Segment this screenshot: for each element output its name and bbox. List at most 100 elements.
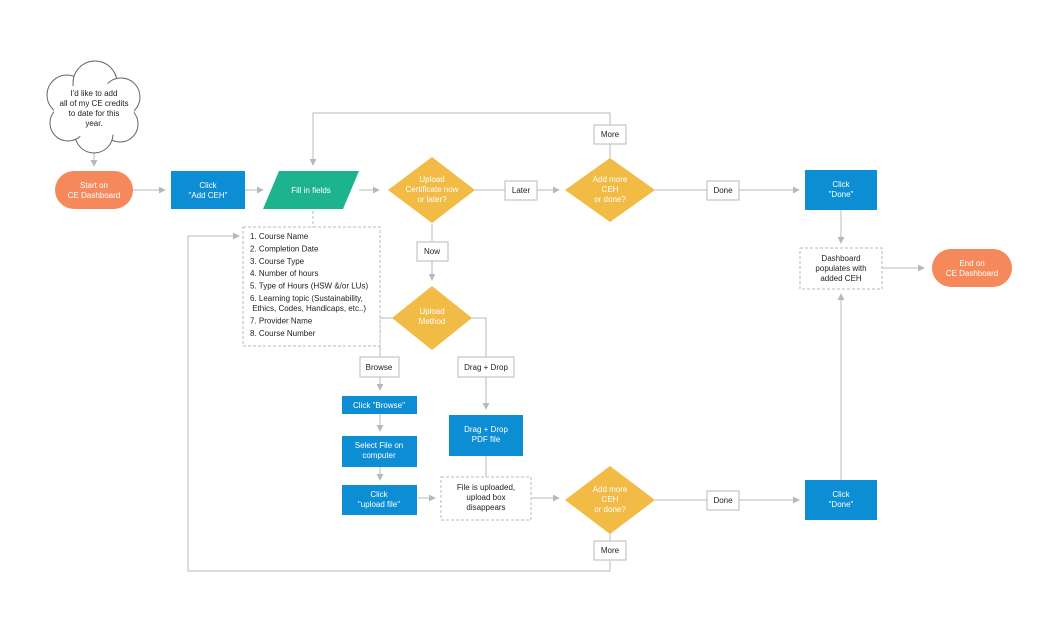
field-list-item: 7. Provider Name bbox=[250, 316, 313, 325]
text-line: or later? bbox=[417, 195, 447, 204]
field-list-text: 1. Course Name 2. Completion Date 3. Cours… bbox=[250, 232, 368, 338]
text-line: Certificate now bbox=[406, 185, 459, 194]
text-line: or done? bbox=[594, 195, 626, 204]
text-line: Select File on bbox=[355, 441, 403, 450]
text-line: computer bbox=[362, 451, 396, 460]
text-line: "Done" bbox=[829, 190, 854, 199]
node-click-upload-file: Click"upload file" bbox=[342, 485, 417, 515]
later-label: Later bbox=[512, 186, 531, 195]
text-line: to date for this bbox=[69, 109, 120, 118]
text-line: added CEH bbox=[820, 274, 862, 283]
text-line: "upload file" bbox=[358, 500, 400, 509]
click-add-ceh-text: Click"Add CEH" bbox=[188, 181, 227, 200]
edge-label-more-top: More bbox=[593, 124, 627, 145]
text-line: Click bbox=[832, 180, 850, 189]
edge-label-now: Now bbox=[416, 241, 449, 262]
text-line: Start on bbox=[80, 181, 108, 190]
field-list-item: 6. Learning topic (Sustainability, bbox=[250, 294, 363, 303]
more-bottom-label: More bbox=[601, 546, 620, 555]
edge-label-later: Later bbox=[504, 180, 538, 201]
edge-label-more-bottom: More bbox=[593, 540, 627, 561]
text-line: disappears bbox=[466, 503, 505, 512]
node-click-done-top: Click"Done" bbox=[805, 170, 877, 210]
text-line: I'd like to add bbox=[71, 89, 118, 98]
text-line: Fill in fields bbox=[291, 186, 331, 195]
connectors bbox=[90, 112, 925, 572]
edge-label-done-top: Done bbox=[706, 180, 740, 201]
click-done-bottom-text: Click"Done" bbox=[829, 490, 854, 509]
text-line: File is uploaded, bbox=[457, 483, 515, 492]
done-top-label: Done bbox=[713, 186, 733, 195]
text-line: Upload bbox=[419, 175, 444, 184]
edge-method-to-drag bbox=[465, 317, 487, 357]
field-list-item: Ethics, Codes, Handicaps, etc..) bbox=[250, 304, 366, 313]
text-line: CE Dashboard bbox=[946, 269, 998, 278]
text-line: year. bbox=[85, 119, 102, 128]
edge-method-to-browse bbox=[379, 317, 399, 357]
field-list-item: 5. Type of Hours (HSW &/or LUs) bbox=[250, 282, 368, 291]
text-line: Drag + Drop bbox=[464, 425, 508, 434]
text-line: "Done" bbox=[829, 500, 854, 509]
text-line: End on bbox=[959, 259, 984, 268]
text-line: Add more bbox=[593, 485, 628, 494]
text-line: upload box bbox=[466, 493, 505, 502]
field-list-box: 1. Course Name 2. Completion Date 3. Cours… bbox=[242, 226, 381, 347]
text-line: PDF file bbox=[472, 435, 501, 444]
text-line: Method bbox=[419, 317, 446, 326]
text-line: Click bbox=[199, 181, 217, 190]
fill-in-fields-text: Fill in fields bbox=[291, 186, 331, 195]
text-line: populates with bbox=[815, 264, 866, 273]
field-list-item: 1. Course Name bbox=[250, 232, 309, 241]
click-upload-file-text: Click"upload file" bbox=[358, 490, 400, 509]
node-fill-in-fields: Fill in fields bbox=[263, 171, 359, 209]
field-list-item: 3. Course Type bbox=[250, 257, 305, 266]
edge-more-loop-top bbox=[309, 112, 611, 166]
more-top-label: More bbox=[601, 130, 620, 139]
edge-label-done-bottom: Done bbox=[706, 490, 740, 511]
now-label: Now bbox=[424, 247, 440, 256]
text-line: Click bbox=[832, 490, 850, 499]
text-line: Add more bbox=[593, 175, 628, 184]
done-bottom-label: Done bbox=[713, 496, 733, 505]
edge-label-drag-drop: Drag + Drop bbox=[457, 356, 515, 378]
text-line: Upload bbox=[419, 307, 444, 316]
field-list-item: 8. Course Number bbox=[250, 329, 316, 338]
node-click-browse: Click "Browse" bbox=[342, 396, 417, 414]
field-list-item: 2. Completion Date bbox=[250, 244, 319, 253]
drag-drop-label: Drag + Drop bbox=[464, 363, 508, 372]
text-line: or done? bbox=[594, 505, 626, 514]
text-line: CE Dashboard bbox=[68, 191, 120, 200]
text-line: CEH bbox=[602, 495, 619, 504]
text-line: Dashboard bbox=[821, 254, 860, 263]
text-line: Click bbox=[370, 490, 388, 499]
edge-label-browse: Browse bbox=[359, 356, 400, 378]
text-line: CEH bbox=[602, 185, 619, 194]
browse-label: Browse bbox=[366, 363, 393, 372]
click-browse-text: Click "Browse" bbox=[353, 401, 405, 410]
text-line: "Add CEH" bbox=[188, 191, 227, 200]
node-click-add-ceh: Click"Add CEH" bbox=[171, 171, 245, 209]
node-click-done-bottom: Click"Done" bbox=[805, 480, 877, 520]
edge-more-loop-bottom bbox=[187, 232, 611, 572]
click-done-top-text: Click"Done" bbox=[829, 180, 854, 199]
